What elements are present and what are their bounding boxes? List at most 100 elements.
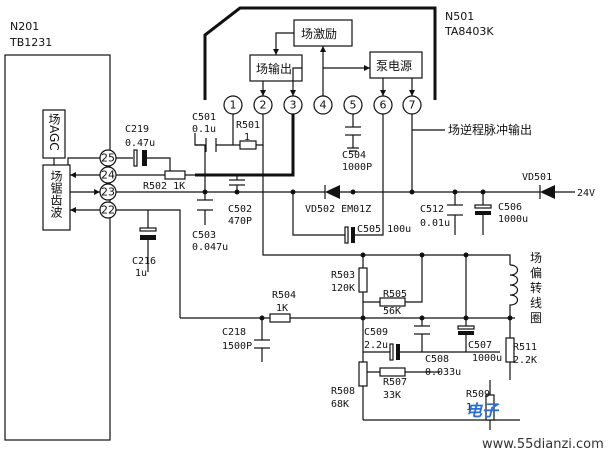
ic-n201: N201 TB1231 场AGC 场锯齿波	[4, 20, 111, 441]
svg-text:1000u: 1000u	[498, 214, 528, 225]
coil-label-2: 转	[530, 280, 542, 295]
diode-vd501: VD501 24V	[522, 172, 595, 199]
resistor-r509: R509 1	[466, 389, 495, 421]
svg-text:1K: 1K	[276, 303, 288, 314]
svg-text:56K: 56K	[383, 306, 401, 317]
ic-n501-body	[203, 6, 437, 100]
resistor-r504: R504 1K	[269, 290, 296, 323]
ic-n501-part: TA8403K	[444, 25, 494, 38]
capacitor-c507: C507 1000u	[457, 325, 502, 364]
capacitor-c509: C509 2.2u	[364, 327, 400, 361]
svg-text:0.01u: 0.01u	[420, 218, 450, 229]
svg-text:24: 24	[101, 169, 115, 182]
ic-n201-name: N201	[10, 20, 39, 33]
block-pump-label: 泵电源	[376, 59, 412, 73]
ic-n501: N501 TA8403K 场激励 场输出 泵电源	[203, 6, 494, 100]
block-agc-label: 场AGC	[47, 113, 61, 151]
svg-text:C219: C219	[125, 124, 149, 135]
svg-text:33K: 33K	[383, 390, 401, 401]
ic-n501-name: N501	[445, 10, 474, 23]
svg-text:1000P: 1000P	[342, 162, 372, 173]
flyback-output-label: 场逆程脉冲输出	[448, 122, 532, 137]
svg-text:C512: C512	[420, 204, 444, 215]
capacitor-c512: C512 0.01u	[420, 204, 463, 229]
svg-text:VD502 EM01Z: VD502 EM01Z	[305, 204, 371, 215]
deflection-coil: 场 偏 转 线 圈	[509, 251, 542, 325]
svg-text:25: 25	[101, 152, 115, 165]
svg-text:VD501: VD501	[522, 172, 552, 183]
svg-text:1500P: 1500P	[222, 341, 252, 352]
svg-text:R511: R511	[513, 342, 537, 353]
resistor-r507: R507 33K	[379, 367, 407, 401]
svg-text:23: 23	[101, 186, 115, 199]
capacitor-c504: C504 1000P	[342, 126, 372, 173]
svg-text:C218: C218	[222, 327, 246, 338]
svg-text:1: 1	[230, 99, 237, 112]
svg-text:1u: 1u	[135, 268, 147, 279]
svg-text:6: 6	[380, 99, 387, 112]
capacitor-c506: C506 1000u	[474, 202, 528, 225]
capacitor-c216: C216 1u	[132, 227, 157, 279]
svg-text:2.2K: 2.2K	[513, 355, 537, 366]
capacitor-c505: C505 100u	[344, 224, 411, 244]
svg-text:2: 2	[260, 99, 267, 112]
svg-text:68K: 68K	[331, 399, 349, 410]
capacitor-c502: C502 470P	[228, 175, 252, 227]
svg-text:C509: C509	[364, 327, 388, 338]
resistor-r505: R505 56K	[379, 289, 407, 317]
svg-text:0.1u: 0.1u	[192, 124, 216, 135]
svg-text:0.047u: 0.047u	[192, 242, 228, 253]
svg-text:C505 100u: C505 100u	[357, 224, 411, 235]
svg-text:1: 1	[466, 402, 472, 413]
svg-text:4: 4	[320, 99, 327, 112]
resistor-r508: R508 68K	[331, 361, 368, 410]
block-sawtooth-label: 场锯齿波	[49, 170, 63, 219]
svg-text:0.033u: 0.033u	[425, 367, 461, 378]
watermark: 电子 www.55dianzi.com	[466, 401, 604, 452]
capacitor-c501: C501 0.1u	[192, 112, 217, 152]
coil-label-3: 线	[530, 296, 542, 310]
svg-text:7: 7	[409, 99, 416, 112]
svg-text:R504: R504	[272, 290, 296, 301]
svg-text:R501: R501	[236, 120, 260, 131]
block-sawtooth	[42, 164, 71, 231]
capacitor-c218: C218 1500P	[222, 327, 270, 352]
resistor-r502: R502 1K	[143, 170, 186, 192]
svg-text:C504: C504	[342, 150, 366, 161]
svg-text:R505: R505	[383, 289, 407, 300]
svg-text:1000u: 1000u	[472, 353, 502, 364]
resistor-r503: R503 120K	[331, 267, 368, 294]
svg-text:C503: C503	[192, 230, 216, 241]
block-pump	[369, 51, 423, 79]
svg-text:C507: C507	[468, 340, 492, 351]
ic-n501-pins: 1 2 3 4 5 6 7	[223, 95, 422, 115]
watermark-url: www.55dianzi.com	[482, 437, 604, 452]
svg-text:R507: R507	[383, 377, 407, 388]
capacitor-c508: C508 0.033u	[414, 325, 461, 378]
svg-text:C508: C508	[425, 354, 449, 365]
block-output-label: 场输出	[256, 61, 292, 76]
svg-text:C216: C216	[132, 256, 156, 267]
svg-text:R503: R503	[331, 270, 355, 281]
components: C219 0.47u R502 1K C501 0.1u R501 1 C502…	[125, 112, 595, 421]
block-drive	[293, 19, 353, 47]
capacitor-c219: C219 0.47u	[125, 124, 155, 167]
pin-4	[313, 95, 333, 115]
coil-label-0: 场	[530, 251, 542, 265]
svg-text:22: 22	[101, 204, 115, 217]
svg-text:C502: C502	[228, 204, 252, 215]
svg-text:R509: R509	[466, 389, 490, 400]
svg-text:5: 5	[350, 99, 357, 112]
ic-n201-part: TB1231	[9, 36, 52, 49]
svg-text:R502 1K: R502 1K	[143, 181, 185, 192]
svg-text:C501: C501	[192, 112, 216, 123]
svg-text:0.47u: 0.47u	[125, 138, 155, 149]
diode-vd502: VD502 EM01Z	[305, 185, 371, 215]
capacitor-c503: C503 0.047u	[192, 199, 228, 253]
ic-n201-pins: 25 24 23 22	[99, 149, 117, 219]
block-drive-label: 场激励	[301, 27, 337, 41]
svg-text:3: 3	[290, 99, 297, 112]
coil-label-1: 偏	[530, 265, 542, 280]
svg-text:R508: R508	[331, 386, 355, 397]
